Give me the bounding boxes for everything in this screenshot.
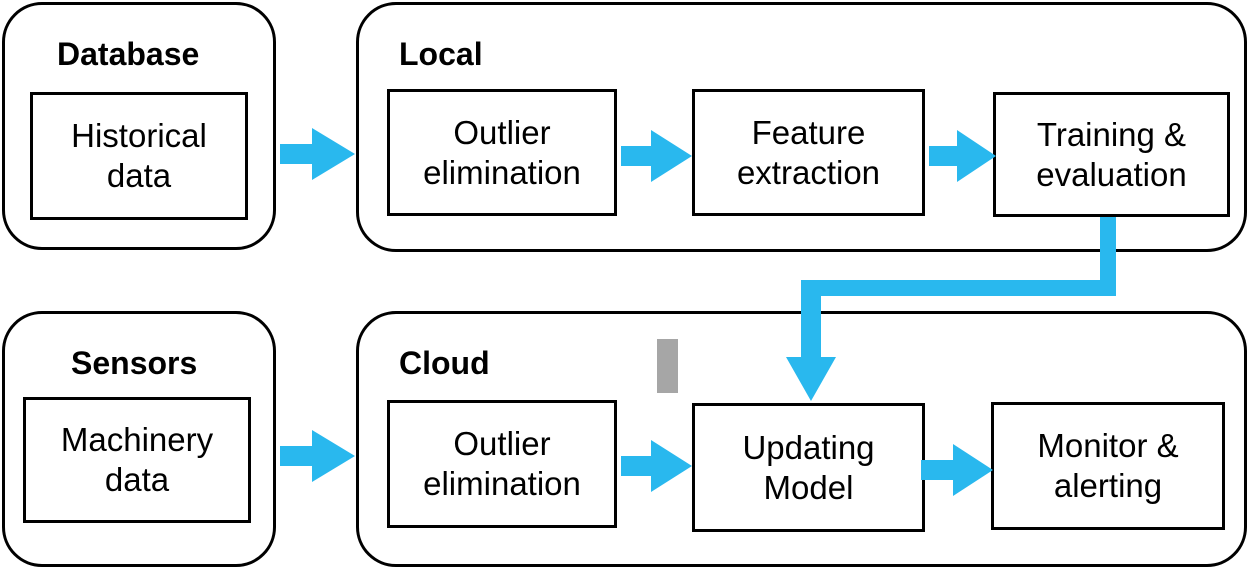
machinery-data-box: Machinery data [23, 397, 251, 523]
local-outlier-elimination-box: Outlier elimination [387, 89, 617, 216]
gray-marker [657, 339, 678, 393]
arrow-feature-to-training [929, 130, 996, 182]
arrow-outlier-to-feature [621, 130, 692, 182]
local-title: Local [399, 36, 483, 72]
local-outlier-line-2: elimination [423, 153, 581, 191]
arrow-database-to-local [280, 128, 355, 180]
feature-extraction-line-2: extraction [736, 153, 881, 191]
machinery-data-line-1: Machinery [60, 421, 214, 458]
database-title: Database [57, 36, 200, 72]
historical-data-line-2: data [106, 157, 172, 194]
database-group: Database Historical data [2, 2, 276, 250]
training-evaluation-line-2: evaluation [1036, 155, 1187, 193]
arrow-cloud-outlier-to-updating [621, 440, 692, 492]
updating-model-line-2: Model [763, 468, 854, 506]
training-evaluation-box: Training & evaluation [993, 92, 1230, 217]
historical-data-box: Historical data [30, 92, 248, 220]
feature-extraction-line-1: Feature [751, 113, 866, 151]
local-outlier-line-1: Outlier [453, 113, 551, 151]
machinery-data-line-2: data [104, 461, 170, 498]
monitor-alerting-line-2: alerting [1053, 467, 1163, 504]
monitor-alerting-box: Monitor & alerting [991, 402, 1225, 530]
monitor-alerting-line-1: Monitor & [1037, 427, 1179, 464]
sensors-group: Sensors Machinery data [2, 311, 276, 567]
arrow-training-to-updating [786, 217, 1116, 401]
training-evaluation-line-1: Training & [1036, 115, 1187, 153]
cloud-title: Cloud [399, 345, 490, 381]
feature-extraction-box: Feature extraction [692, 89, 925, 216]
cloud-outlier-line-2: elimination [423, 465, 581, 502]
updating-model-line-1: Updating [742, 428, 875, 466]
cloud-outlier-elimination-box: Outlier elimination [387, 400, 617, 528]
arrow-sensors-to-cloud [280, 430, 355, 482]
sensors-title: Sensors [71, 345, 198, 381]
historical-data-line-1: Historical [71, 117, 207, 154]
arrow-updating-to-monitor [921, 444, 993, 496]
cloud-outlier-line-1: Outlier [453, 425, 551, 462]
